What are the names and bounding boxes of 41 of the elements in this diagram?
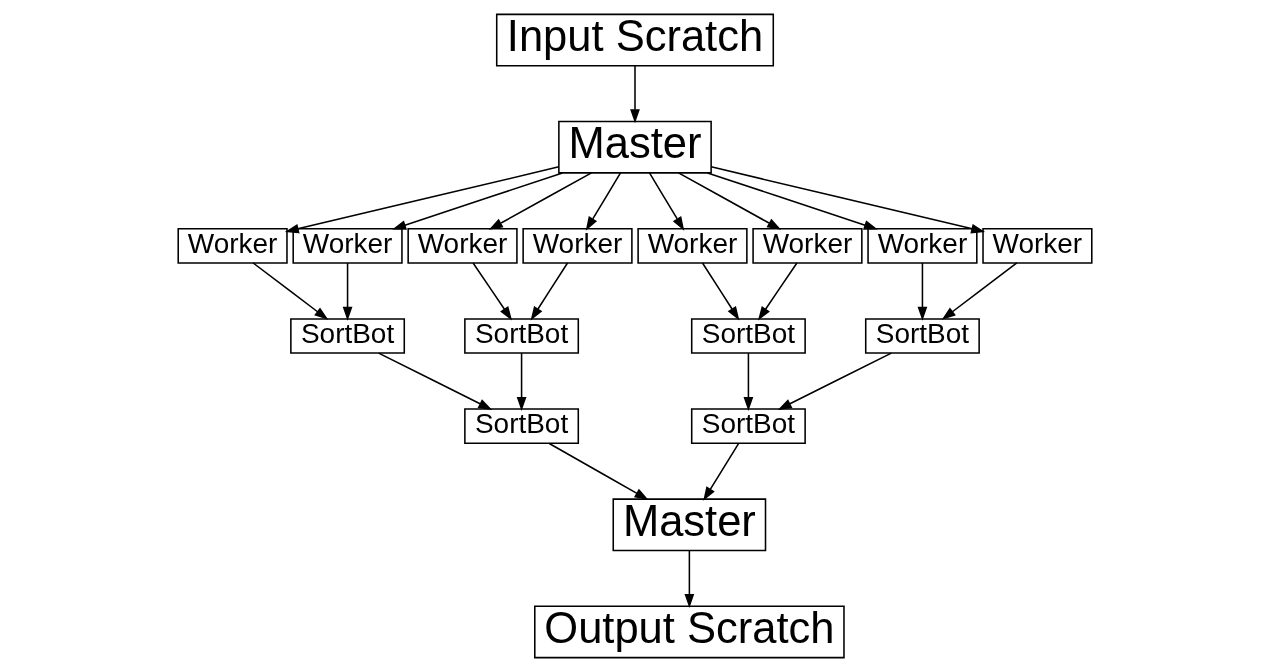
arrow bbox=[630, 64, 640, 124]
node-box: Master bbox=[612, 498, 767, 552]
arrow bbox=[488, 172, 593, 230]
arrow bbox=[342, 262, 353, 321]
arrow bbox=[710, 166, 986, 234]
node-box: Worker bbox=[522, 228, 633, 264]
arrow bbox=[516, 352, 527, 411]
node-box: Master bbox=[558, 120, 712, 174]
node-box: SortBot bbox=[464, 318, 580, 354]
node-box: SortBot bbox=[290, 318, 406, 354]
node-box: Input Scratch bbox=[495, 13, 775, 67]
arrow bbox=[757, 262, 798, 321]
node-box: SortBot bbox=[690, 318, 806, 354]
arrow bbox=[648, 172, 685, 231]
arrow bbox=[917, 262, 928, 321]
node-box: SortBot bbox=[690, 408, 806, 444]
arrow bbox=[706, 172, 878, 230]
node-box: Output Scratch bbox=[534, 605, 845, 659]
arrow bbox=[777, 352, 893, 410]
node-box: SortBot bbox=[464, 408, 580, 444]
arrow bbox=[941, 262, 1018, 320]
arrow bbox=[548, 442, 649, 500]
node-box: Worker bbox=[407, 228, 518, 264]
arrow bbox=[530, 262, 569, 321]
arrow bbox=[701, 262, 740, 321]
arrow bbox=[585, 172, 622, 231]
arrow bbox=[377, 352, 493, 410]
arrow bbox=[252, 262, 329, 320]
arrow bbox=[703, 442, 740, 501]
node-box: Worker bbox=[292, 228, 403, 264]
node-box: Worker bbox=[177, 228, 288, 264]
node-box: Worker bbox=[752, 228, 863, 264]
node-box: Worker bbox=[867, 228, 978, 264]
node-box: SortBot bbox=[864, 318, 980, 354]
node-box: Worker bbox=[982, 228, 1093, 264]
arrow bbox=[684, 549, 695, 609]
arrow bbox=[743, 352, 754, 411]
node-box: Worker bbox=[637, 228, 748, 264]
arrow bbox=[472, 262, 513, 321]
arrow bbox=[392, 172, 564, 230]
arrow bbox=[677, 172, 782, 230]
